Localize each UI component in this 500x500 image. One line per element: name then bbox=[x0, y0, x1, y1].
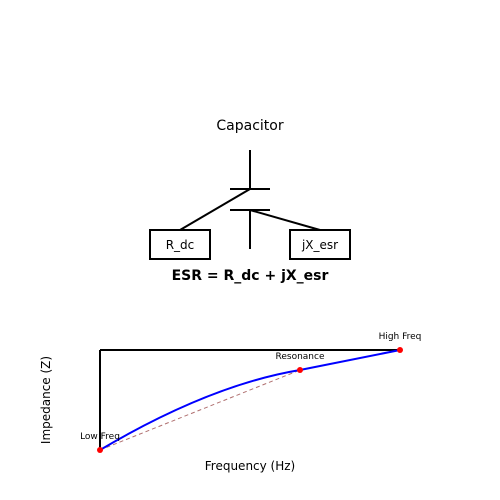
rdc-box bbox=[149, 229, 211, 260]
impedance-plot: Low Freq Resonance High Freq Frequency (… bbox=[39, 332, 421, 473]
impedance-curve bbox=[99, 349, 401, 451]
x-axis-label: Frequency (Hz) bbox=[205, 459, 296, 473]
esr-formula: ESR = R_dc + jX_esr bbox=[172, 268, 329, 284]
point-resonance bbox=[297, 367, 303, 373]
point-label-resonance: Resonance bbox=[276, 352, 325, 362]
dashed-reference-line bbox=[99, 349, 401, 451]
point-low-freq bbox=[97, 447, 103, 453]
point-label-low-freq: Low Freq bbox=[80, 432, 120, 442]
point-high-freq bbox=[397, 347, 403, 353]
jxesr-label: jX_esr bbox=[301, 238, 338, 252]
point-label-high-freq: High Freq bbox=[379, 332, 422, 342]
jxesr-box bbox=[289, 229, 351, 260]
y-axis-label: Impedance (Z) bbox=[39, 356, 53, 444]
wire-to-jxesr bbox=[249, 209, 321, 231]
wire-to-rdc bbox=[179, 188, 251, 231]
capacitor-schematic bbox=[149, 150, 351, 260]
capacitor-title: Capacitor bbox=[216, 118, 283, 134]
rdc-label: R_dc bbox=[166, 238, 195, 252]
